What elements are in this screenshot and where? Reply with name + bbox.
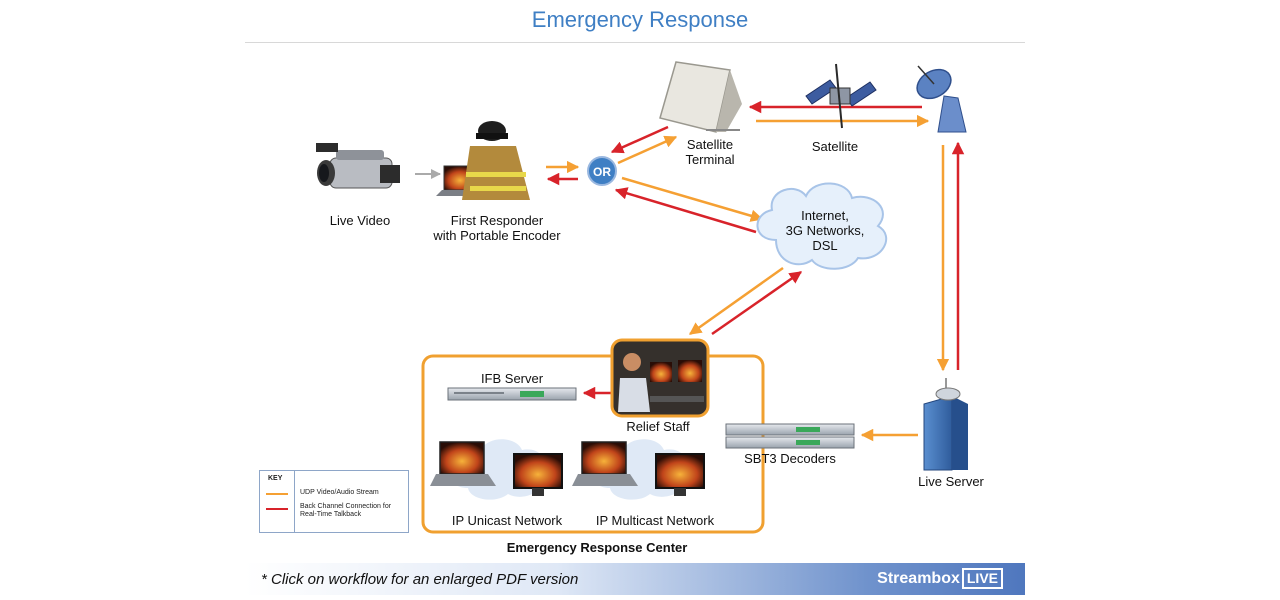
legend-udp-swatch <box>266 493 288 495</box>
label-live-server: Live Server <box>918 474 984 489</box>
or-badge-text: OR <box>593 165 611 179</box>
ip-multicast-icon <box>572 439 705 500</box>
legend-key: KEY UDP Video/Audio Stream Back Channel … <box>259 470 409 533</box>
page-title: Emergency Response <box>531 7 749 32</box>
label-satellite-terminal-sub: Terminal <box>685 152 734 167</box>
label-3g-networks: 3G Networks, <box>786 223 865 238</box>
ip-unicast-icon <box>430 439 563 500</box>
legend-backchannel-swatch <box>266 508 288 510</box>
sbt3-decoders-icon <box>725 423 855 449</box>
footer-bar: * Click on workflow for an enlarged PDF … <box>245 563 1025 595</box>
label-dsl: DSL <box>812 238 837 253</box>
relief-staff-icon <box>610 338 710 418</box>
arrow-or-to-internet <box>621 176 764 222</box>
camcorder-icon <box>316 143 400 189</box>
brand-name: Streambox <box>877 570 960 587</box>
label-ip-unicast: IP Unicast Network <box>452 513 563 528</box>
label-internet: Internet, <box>801 208 849 223</box>
or-badge: OR <box>587 156 617 186</box>
title-divider <box>245 42 1025 43</box>
label-first-responder-sub: with Portable Encoder <box>432 228 561 243</box>
arrow-or-to-terminal <box>617 135 678 165</box>
pdf-link-note[interactable]: * Click on workflow for an enlarged PDF … <box>261 571 579 588</box>
flow-arrows <box>415 100 965 442</box>
arrow-center-to-internet <box>711 270 803 336</box>
ifb-server-icon <box>447 387 577 401</box>
live-server-icon <box>923 378 968 471</box>
legend-backchannel-label: Back Channel Connection for Real-Time Ta… <box>300 503 392 518</box>
label-response-center: Emergency Response Center <box>507 540 688 555</box>
arrow-terminal-to-or <box>610 125 669 154</box>
label-live-video: Live Video <box>330 213 390 228</box>
label-sbt3-decoders: SBT3 Decoders <box>744 451 836 466</box>
first-responder-icon <box>436 121 530 200</box>
label-satellite: Satellite <box>812 139 858 154</box>
label-first-responder: First Responder <box>451 213 544 228</box>
legend-title: KEY <box>268 475 283 482</box>
internet-cloud-icon <box>756 182 888 270</box>
label-ip-multicast: IP Multicast Network <box>596 513 715 528</box>
label-relief-staff: Relief Staff <box>626 419 690 434</box>
label-ifb-server: IFB Server <box>481 371 544 386</box>
arrow-internet-to-or <box>614 187 757 234</box>
legend-divider <box>294 471 295 532</box>
satellite-dish-icon <box>916 65 967 133</box>
label-satellite-terminal: Satellite <box>687 137 733 152</box>
satellite-terminal-icon <box>659 61 742 133</box>
legend-udp-label: UDP Video/Audio Stream <box>300 489 379 496</box>
arrow-internet-to-center <box>688 266 784 336</box>
satellite-icon <box>805 63 877 129</box>
brand-live-tag: LIVE <box>961 568 1003 589</box>
